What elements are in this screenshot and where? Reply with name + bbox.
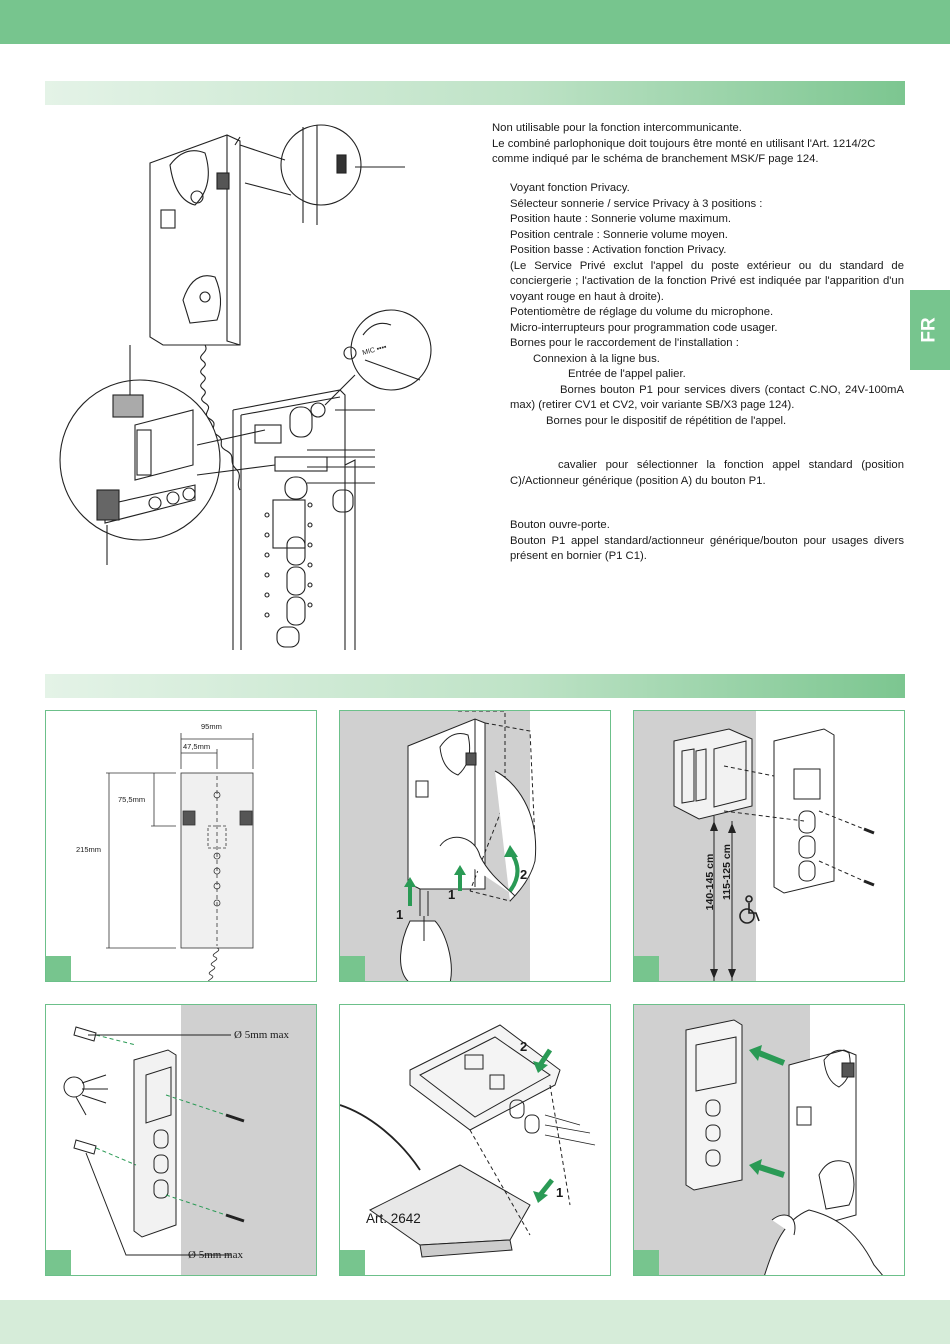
buttons-description: Bouton ouvre-porte. Bouton P1 appel stan…	[510, 518, 904, 565]
privacy-note: (Le Service Privé exclut l'appel du post…	[510, 259, 904, 303]
step-1b-label: 1	[448, 887, 456, 902]
description-item: Micro-interrupteurs pour programmation c…	[510, 321, 778, 334]
panel-tag	[340, 956, 365, 981]
section-band-description	[45, 81, 905, 105]
panel-tag	[634, 956, 659, 981]
description-item: Position centrale : Sonnerie volume moye…	[510, 228, 728, 241]
terminal-palier: Entrée de l'appel palier.	[568, 368, 686, 380]
panel-tag	[46, 956, 71, 981]
description-item: Potentiomètre de réglage du volume du mi…	[510, 306, 774, 318]
footer-bar	[0, 1300, 950, 1344]
language-tab-label: FR	[918, 317, 940, 343]
article-label: Art. 2642	[366, 1211, 421, 1226]
desk-step-1-label: 1	[556, 1185, 564, 1200]
dim-width-label: 95mm	[201, 722, 222, 731]
terminal-bus: Connexion à la ligne bus.	[533, 352, 660, 365]
step-2-label: 2	[520, 867, 528, 882]
dim-half-width-label: 47,5mm	[183, 742, 211, 751]
height-standard-label: 140-145 cm	[704, 853, 716, 911]
handset-removal-figure	[340, 711, 537, 981]
panel-mounting-height: 140-145 cm 115-125 cm	[633, 710, 905, 982]
step-1-label: 1	[396, 907, 404, 922]
header-bar	[0, 0, 950, 44]
front-panel-drawing: MIC ▪▪▪▪	[45, 105, 435, 650]
desk-stand-figure	[340, 1024, 596, 1258]
p1-button-text: Bouton P1 appel standard/actionneur géné…	[510, 534, 904, 563]
intercom-exploded-diagram: MIC ▪▪▪▪	[59, 124, 432, 650]
panel-wall-fixing: Ø 5mm max Ø 5mm max	[45, 1004, 317, 1276]
desk-step-2-label: 2	[520, 1039, 528, 1054]
door-button-text: Bouton ouvre-porte.	[510, 519, 610, 531]
intro-line: Non utilisable pour la fonction intercom…	[492, 122, 742, 134]
panel-handset-removal: 1 1 2	[339, 710, 611, 982]
description-item: Position basse : Activation fonction Pri…	[510, 244, 727, 256]
description-item: Position haute : Sonnerie volume maximum…	[510, 213, 732, 225]
dim-height-label: 215mm	[76, 845, 102, 854]
hole-top-label: Ø 5mm max	[234, 1029, 289, 1041]
height-accessible-label: 115-125 cm	[721, 843, 733, 901]
panel-handset-mounting	[633, 1004, 905, 1276]
dim-upper-label: 75,5mm	[118, 795, 146, 804]
panel-tag	[634, 1250, 659, 1275]
handset-mounting-figure	[634, 1005, 883, 1275]
description-list: Voyant fonction Privacy. Sélecteur sonne…	[510, 181, 904, 429]
section-band-installation	[45, 674, 905, 698]
terminal-repeat: Bornes pour le dispositif de répétition …	[546, 414, 787, 427]
terminal-p1: Bornes bouton P1 pour services divers (c…	[510, 383, 904, 412]
hole-bottom-label: Ø 5mm max	[188, 1249, 243, 1261]
language-tab: FR	[910, 290, 950, 370]
panel-tag	[46, 1250, 71, 1275]
dimensions-figure	[106, 733, 254, 981]
panel-tag	[340, 1250, 365, 1275]
intro-line: Le combiné parlophonique doit toujours ê…	[492, 137, 876, 150]
panel-dimensions: 95mm 47,5mm 75,5mm 215mm	[45, 710, 317, 982]
description-item: Voyant fonction Privacy.	[510, 182, 630, 194]
description-item: Sélecteur sonnerie / service Privacy à 3…	[510, 197, 763, 210]
description-intro: Non utilisable pour la fonction intercom…	[492, 121, 906, 168]
intro-line: comme indiqué par le schéma de brancheme…	[492, 153, 819, 165]
panel-desk-stand: 2 1 Art. 2642	[339, 1004, 611, 1276]
jumper-description: cavalier pour sélectionner la fonction a…	[510, 459, 904, 487]
mounting-height-figure	[634, 711, 875, 981]
wall-fixing-figure	[63, 1005, 316, 1275]
description-item: Bornes pour le raccordement de l'install…	[510, 337, 739, 349]
